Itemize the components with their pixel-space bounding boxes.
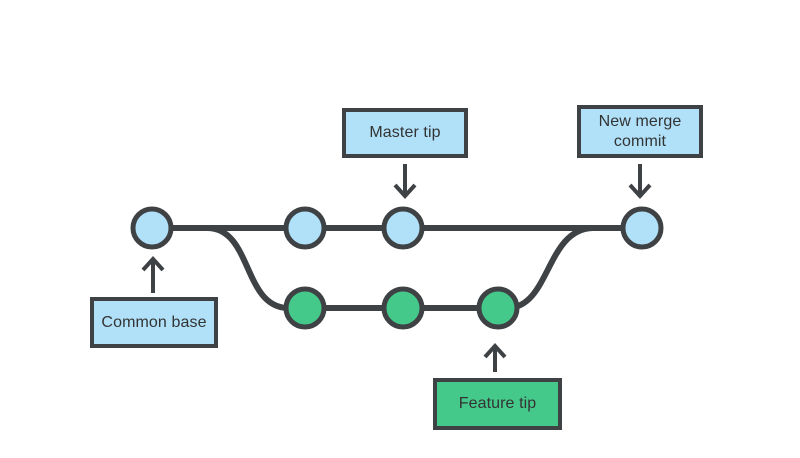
new-merge-commit-label: New merge commit xyxy=(577,105,703,158)
commit-node-master-commit-2 xyxy=(283,206,327,250)
commit-node-common-base xyxy=(130,206,174,250)
master-tip-label: Master tip xyxy=(342,108,468,158)
commit-node-feature-commit-1 xyxy=(283,286,327,330)
new-merge-commit-arrow-down-icon xyxy=(628,164,652,199)
master-tip-arrow-down-icon xyxy=(393,164,417,199)
commit-nodes xyxy=(130,206,664,330)
commit-node-master-tip xyxy=(381,206,425,250)
feature-tip-arrow-up-icon xyxy=(483,343,507,372)
commit-node-feature-commit-2 xyxy=(381,286,425,330)
commit-node-new-merge-commit xyxy=(620,206,664,250)
common-base-label: Common base xyxy=(90,297,218,348)
common-base-arrow-up-icon xyxy=(141,256,165,293)
commit-node-feature-tip xyxy=(476,286,520,330)
feature-tip-label: Feature tip xyxy=(433,378,562,430)
